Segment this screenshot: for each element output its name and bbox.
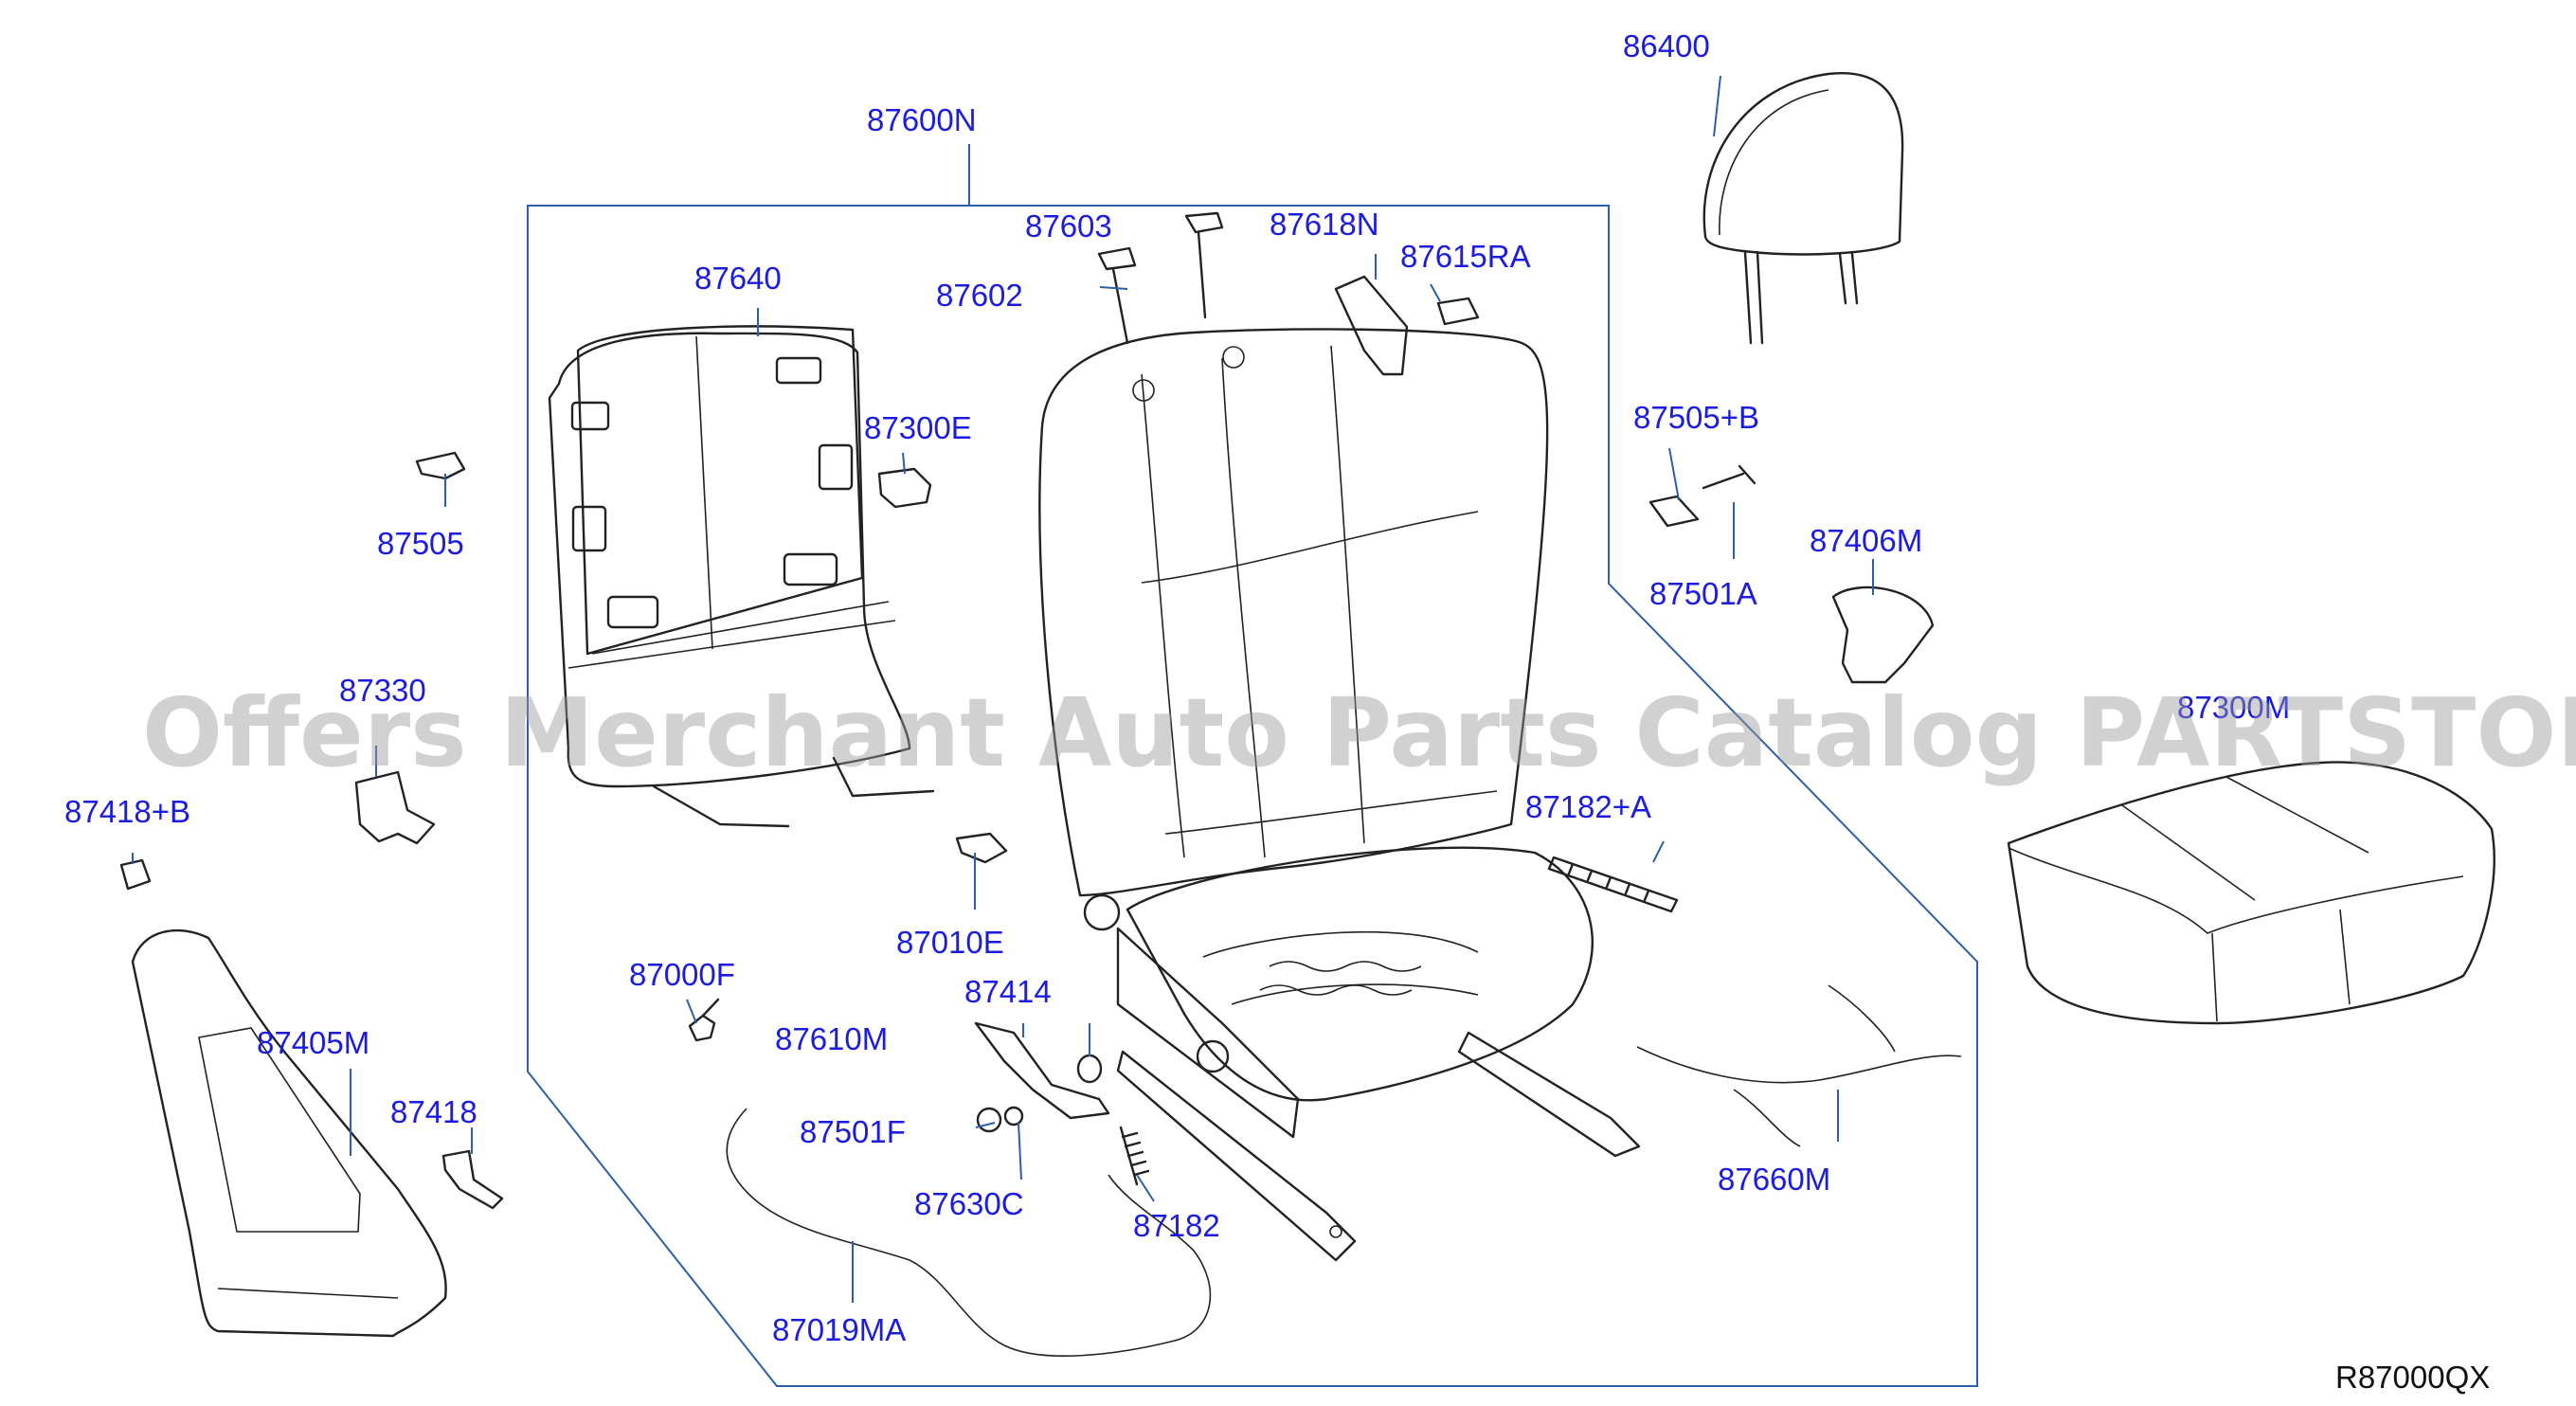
part-label-87501a[interactable]: 87501A <box>1649 576 1757 611</box>
guide-87602 <box>1097 246 1137 345</box>
part-label-87019ma[interactable]: 87019MA <box>772 1312 906 1347</box>
bracket-87330 <box>354 770 436 845</box>
assembly-frame <box>527 205 1978 1387</box>
part-label-86400[interactable]: 86400 <box>1623 28 1710 63</box>
bracket-87414 <box>974 1021 1110 1120</box>
spring-87182 <box>1119 1126 1150 1186</box>
part-label-87010e[interactable]: 87010E <box>896 925 1004 960</box>
harness-87019ma <box>726 1108 1212 1357</box>
bolt-87501a <box>1702 464 1756 490</box>
part-label-87615ra[interactable]: 87615RA <box>1400 239 1531 274</box>
part-label-87600n[interactable]: 87600N <box>867 102 977 137</box>
seat-frame-drawing <box>1083 846 1641 1262</box>
seat-cushion-drawing <box>2007 761 2495 1025</box>
clip-87418 <box>441 1149 504 1210</box>
part-label-87000f[interactable]: 87000F <box>629 957 735 992</box>
small-parts-drawing <box>119 211 1962 1357</box>
part-label-87505-b[interactable]: 87505+B <box>1633 400 1759 435</box>
part-label-87418[interactable]: 87418 <box>390 1094 477 1129</box>
seatback-cushion-drawing <box>1038 328 1549 897</box>
lever-87618n <box>1334 275 1409 376</box>
part-label-87405m[interactable]: 87405M <box>257 1025 369 1060</box>
cap-87615ra <box>1436 297 1480 326</box>
leader-lines <box>132 75 1874 1303</box>
part-label-87182[interactable]: 87182 <box>1133 1208 1220 1243</box>
headrest-drawing <box>1702 72 1904 345</box>
spring-87182a <box>1547 856 1679 913</box>
cable-87660m <box>1636 984 1962 1147</box>
part-label-87182-a[interactable]: 87182+A <box>1525 789 1651 824</box>
part-label-87505[interactable]: 87505 <box>377 526 464 561</box>
cover-87406m <box>1831 586 1935 684</box>
knob-87300e <box>877 467 932 509</box>
part-label-87660m[interactable]: 87660M <box>1718 1162 1830 1197</box>
clip-87505 <box>415 451 466 480</box>
washer-87630c <box>1003 1106 1024 1127</box>
part-label-87618n[interactable]: 87618N <box>1270 207 1379 242</box>
part-label-87501f[interactable]: 87501F <box>800 1114 906 1149</box>
part-label-87610m[interactable]: 87610M <box>775 1021 888 1056</box>
guide-87603 <box>1184 211 1224 319</box>
part-label-87418-b[interactable]: 87418+B <box>64 794 190 829</box>
part-label-87300e[interactable]: 87300E <box>864 410 972 445</box>
washer-87414 <box>1076 1054 1103 1084</box>
clip-87010e <box>955 832 1008 864</box>
part-label-87630c[interactable]: 87630C <box>914 1186 1024 1221</box>
part-label-87640[interactable]: 87640 <box>694 261 782 296</box>
part-label-87603[interactable]: 87603 <box>1025 208 1112 243</box>
part-label-87330[interactable]: 87330 <box>339 673 426 708</box>
nut-87501f <box>976 1107 1002 1133</box>
clip-87505b <box>1648 495 1700 528</box>
watermark-text: Offers Merchant Auto Parts Catalog PARTS… <box>142 677 2576 788</box>
drawing-code: R87000QX <box>2335 1360 2490 1395</box>
bolt-87000f <box>688 998 720 1042</box>
part-label-87300m[interactable]: 87300M <box>2177 690 2290 725</box>
part-label-87414[interactable]: 87414 <box>964 974 1052 1009</box>
clip-87418b <box>119 858 152 891</box>
side-finisher-drawing <box>131 928 447 1338</box>
part-label-87602[interactable]: 87602 <box>936 278 1023 313</box>
part-label-87406m[interactable]: 87406M <box>1810 523 1922 558</box>
part-labels: 87600N 87603 87618N 87615RA 87602 87640 87300E… <box>64 28 2290 1347</box>
seatback-board-drawing <box>548 325 935 828</box>
